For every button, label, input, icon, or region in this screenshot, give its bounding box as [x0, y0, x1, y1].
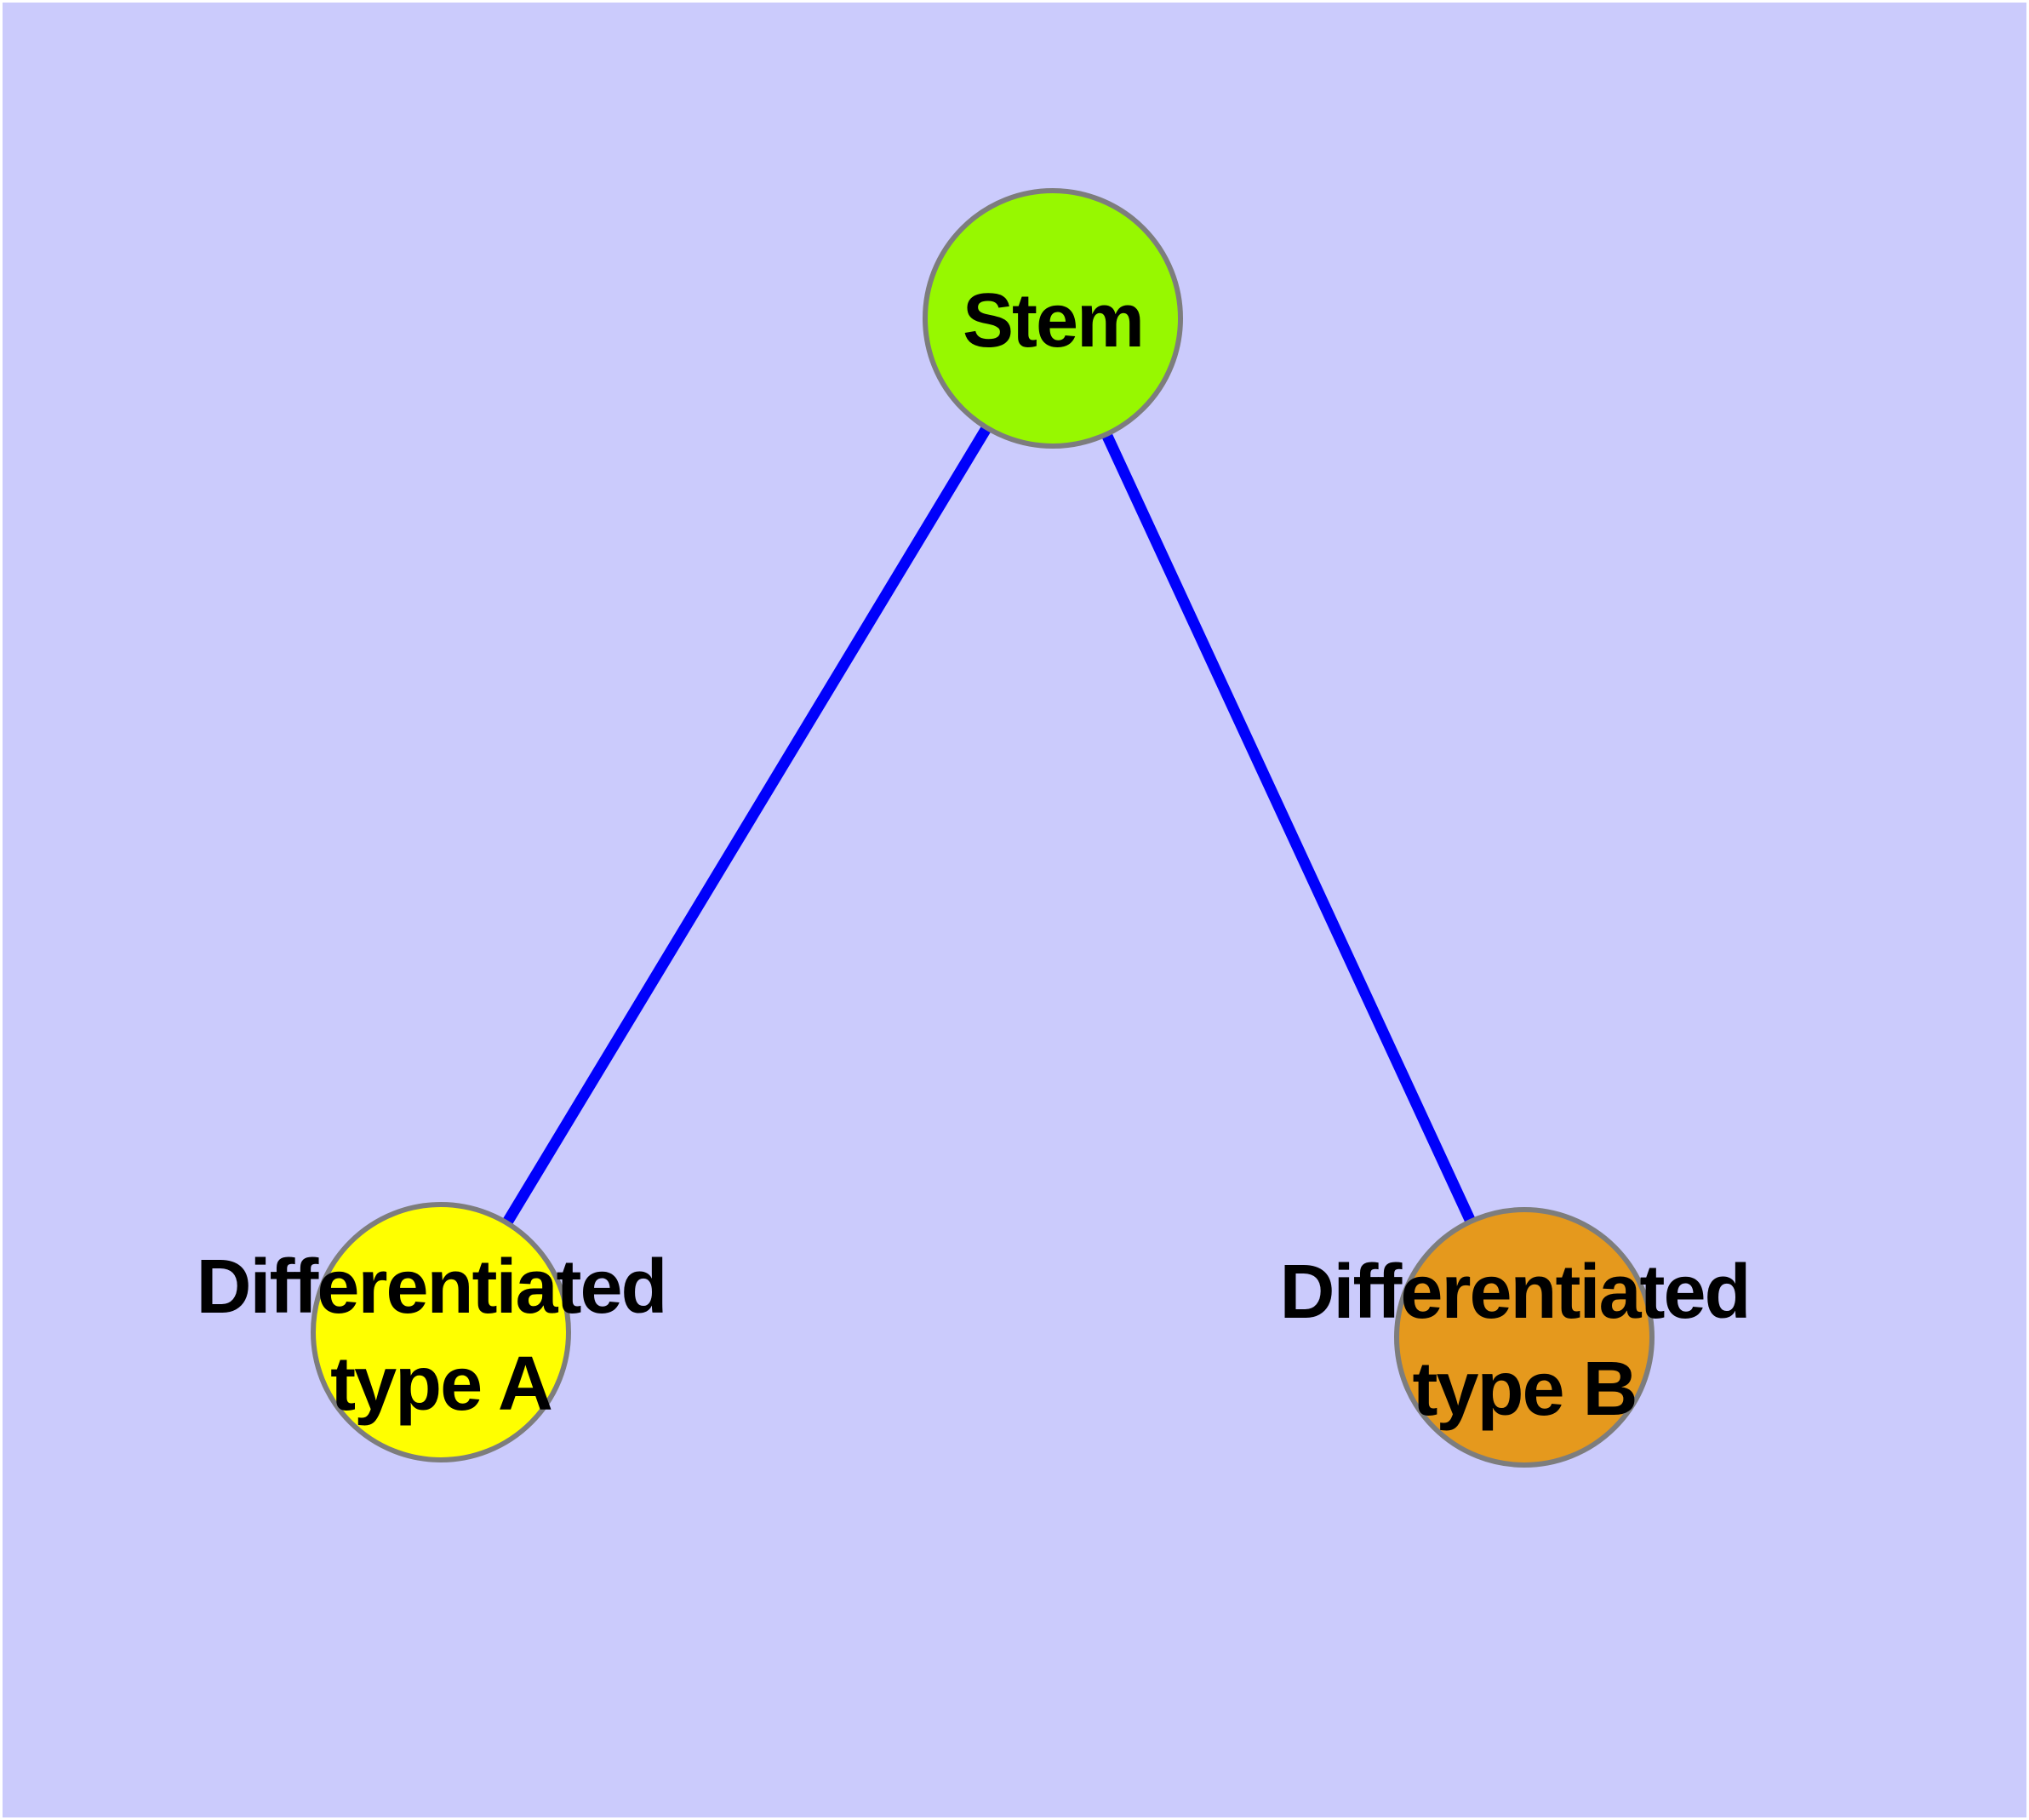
node-differentiated-type-b-circle	[1394, 1207, 1655, 1468]
edge-stem-to-type-a	[436, 315, 1058, 1336]
edge-stem-to-type-b	[1048, 316, 1529, 1340]
node-stem-circle	[923, 188, 1183, 449]
node-stem: Stem	[923, 188, 1183, 449]
node-differentiated-type-b: Differentiated type B	[1279, 1207, 1769, 1468]
node-differentiated-type-b-label: Differentiated type B	[1279, 1250, 1769, 1432]
node-differentiated-type-a-label: Differentiated type A	[196, 1245, 685, 1427]
node-differentiated-type-a: Differentiated type A	[196, 1202, 685, 1462]
node-differentiated-type-a-circle	[311, 1202, 571, 1462]
node-stem-label: Stem	[963, 278, 1143, 363]
